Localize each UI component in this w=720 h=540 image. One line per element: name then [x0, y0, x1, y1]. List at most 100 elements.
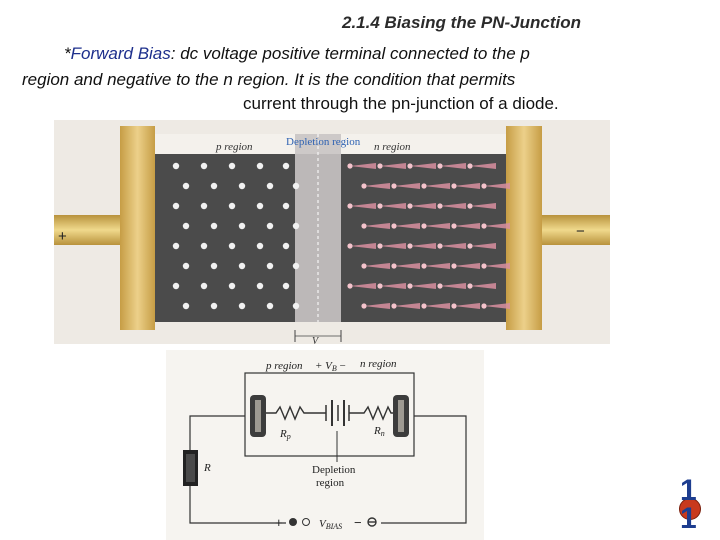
rn-resistor	[349, 405, 393, 421]
forward-bias-term: Forward Bias	[70, 44, 171, 63]
hole-dot	[282, 202, 290, 210]
electron-dot	[467, 163, 473, 169]
hole-dot	[210, 222, 218, 230]
hole-dot	[172, 242, 180, 250]
electron-streak	[484, 183, 510, 189]
electron-streak	[410, 163, 436, 169]
bias-source	[289, 517, 377, 527]
electron-streak	[424, 303, 450, 309]
minus-terminal: −	[576, 223, 585, 240]
electron-streak	[394, 223, 420, 229]
electron-streak	[410, 243, 436, 249]
external-resistor-body	[186, 454, 195, 482]
electron-streak	[484, 303, 510, 309]
hole-dot	[238, 262, 246, 270]
electron-streak	[470, 203, 496, 209]
hole-dot	[282, 242, 290, 250]
hole-dot	[228, 282, 236, 290]
electron-streak	[350, 283, 376, 289]
definition-line-2: region and negative to the n region. It …	[22, 70, 516, 89]
electron-dot	[421, 303, 427, 309]
electron-streak	[454, 263, 480, 269]
hole-dot	[172, 282, 180, 290]
electron-streak	[484, 223, 510, 229]
electron-dot	[391, 183, 397, 189]
electron-dot	[467, 283, 473, 289]
electron-streak	[380, 203, 406, 209]
electron-streak	[380, 243, 406, 249]
electron-streak	[470, 243, 496, 249]
electron-streak	[350, 203, 376, 209]
right-lead	[542, 215, 610, 245]
right-contact-highlight	[398, 400, 404, 432]
vbias-label: VBIAS	[319, 518, 342, 531]
definition-line-1: *Forward Bias: dc voltage positive termi…	[64, 44, 530, 64]
hole-dot	[238, 222, 246, 230]
hole-dot	[282, 162, 290, 170]
circuit-n-region-label: n region	[360, 358, 397, 370]
electron-streak	[470, 283, 496, 289]
hole-dot	[238, 302, 246, 310]
hole-dot	[200, 202, 208, 210]
electron-dot	[437, 203, 443, 209]
electron-streak	[440, 243, 466, 249]
electron-dot	[361, 183, 367, 189]
electron-streak	[364, 183, 390, 189]
hole-dot	[172, 162, 180, 170]
electron-dot	[421, 183, 427, 189]
electron-dot	[481, 303, 487, 309]
bias-minus-sign: −	[354, 515, 362, 530]
electron-streak	[440, 203, 466, 209]
left-contact-highlight	[255, 400, 261, 432]
electron-streak	[364, 263, 390, 269]
depletion-region	[295, 134, 341, 322]
electron-streak	[350, 243, 376, 249]
electron-dot	[467, 203, 473, 209]
electron-dot	[481, 263, 487, 269]
electron-dot	[437, 283, 443, 289]
bullet-marker: *	[64, 44, 71, 63]
hole-dot	[256, 282, 264, 290]
forward-bias-circuit: p region + VB− n region Rp Rn R Depletio…	[166, 350, 484, 540]
hole-dot	[228, 242, 236, 250]
electron-streak	[454, 223, 480, 229]
circuit-p-region-label: p region	[265, 360, 303, 372]
electron-dot	[347, 283, 353, 289]
electron-dot	[451, 183, 457, 189]
electron-streak	[454, 183, 480, 189]
electron-streak	[454, 303, 480, 309]
hole-dot	[292, 222, 300, 230]
r-label: R	[203, 462, 211, 474]
electron-streak	[394, 263, 420, 269]
hole-dot	[292, 262, 300, 270]
electron-dot	[407, 243, 413, 249]
electron-dot	[377, 243, 383, 249]
electrons	[347, 163, 510, 309]
slide-number-digit-2: 1	[680, 502, 697, 535]
hole-dot	[238, 182, 246, 190]
electron-dot	[361, 263, 367, 269]
right-wire	[381, 415, 467, 524]
electron-streak	[440, 163, 466, 169]
electron-dot	[347, 203, 353, 209]
hole-dot	[210, 182, 218, 190]
n-region-label: n region	[374, 141, 411, 153]
barrier-battery-symbol	[325, 400, 350, 426]
electron-dot	[391, 223, 397, 229]
rp-label: Rp	[279, 428, 291, 441]
hole-dot	[200, 282, 208, 290]
hole-dot	[292, 302, 300, 310]
electron-streak	[484, 263, 510, 269]
hole-dot	[182, 182, 190, 190]
electron-dot	[481, 223, 487, 229]
electron-dot	[361, 223, 367, 229]
electron-dot	[407, 283, 413, 289]
electron-streak	[380, 163, 406, 169]
bias-plus-sign: +	[275, 515, 283, 530]
electron-dot	[391, 263, 397, 269]
electron-streak	[394, 303, 420, 309]
hole-dot	[256, 162, 264, 170]
electron-dot	[347, 163, 353, 169]
definition-text: : dc voltage positive terminal connected…	[170, 44, 530, 63]
hole-dot	[266, 182, 274, 190]
